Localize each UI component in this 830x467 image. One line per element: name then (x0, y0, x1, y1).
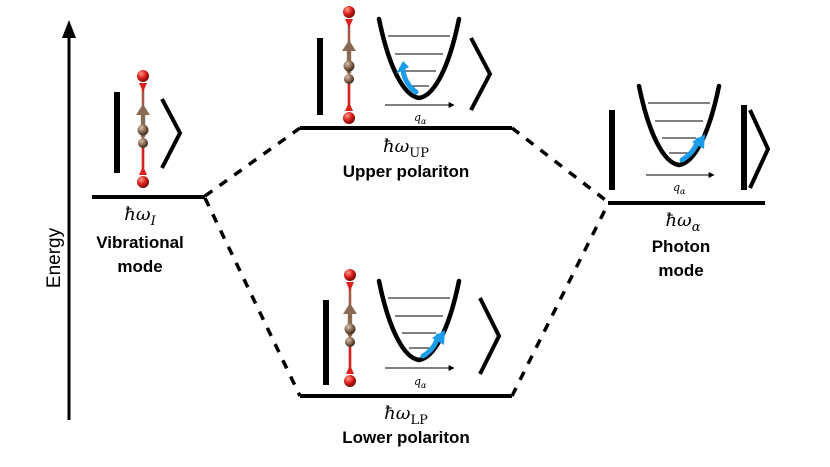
photon-mode-label: ħωα Photon mode (652, 210, 711, 280)
vibrational-ket (114, 70, 183, 188)
molecule-icon (343, 269, 357, 387)
svg-text:Photon: Photon (652, 237, 711, 256)
svg-text:ħωα: ħωα (665, 210, 700, 235)
axis-label: Energy (44, 227, 65, 288)
coupling-connectors (203, 126, 610, 397)
lower-polariton-ket: qα (323, 269, 502, 390)
svg-text:ħωI: ħωI (124, 204, 156, 229)
potential-well-icon (379, 19, 459, 98)
svg-text:ħωLP: ħωLP (384, 403, 428, 428)
svg-text:ħωUP: ħωUP (383, 136, 429, 161)
svg-text:Upper polariton: Upper polariton (343, 162, 470, 181)
upper-polariton-label: ħωUP Upper polariton (343, 136, 470, 181)
coordinate-label: qα (414, 111, 427, 126)
svg-text:mode: mode (658, 261, 703, 280)
svg-text:mode: mode (117, 257, 162, 276)
molecule-icon (136, 70, 150, 188)
blue-arrow-icon (400, 67, 419, 95)
vibrational-mode-label: ħωI Vibrational mode (96, 204, 184, 276)
coordinate-label: qα (673, 181, 686, 196)
potential-well-icon (639, 86, 719, 165)
potential-well-icon (379, 281, 459, 360)
energy-axis: Energy (44, 20, 76, 420)
svg-text:Lower polariton: Lower polariton (342, 428, 470, 447)
energy-levels (92, 126, 765, 398)
photon-ket: qα (609, 86, 771, 196)
lower-polariton-label: ħωLP Lower polariton (342, 403, 470, 447)
molecule-icon (342, 6, 356, 124)
upper-polariton-ket: qα (317, 6, 493, 126)
coordinate-label: qα (414, 375, 427, 390)
svg-text:Vibrational: Vibrational (96, 233, 184, 252)
